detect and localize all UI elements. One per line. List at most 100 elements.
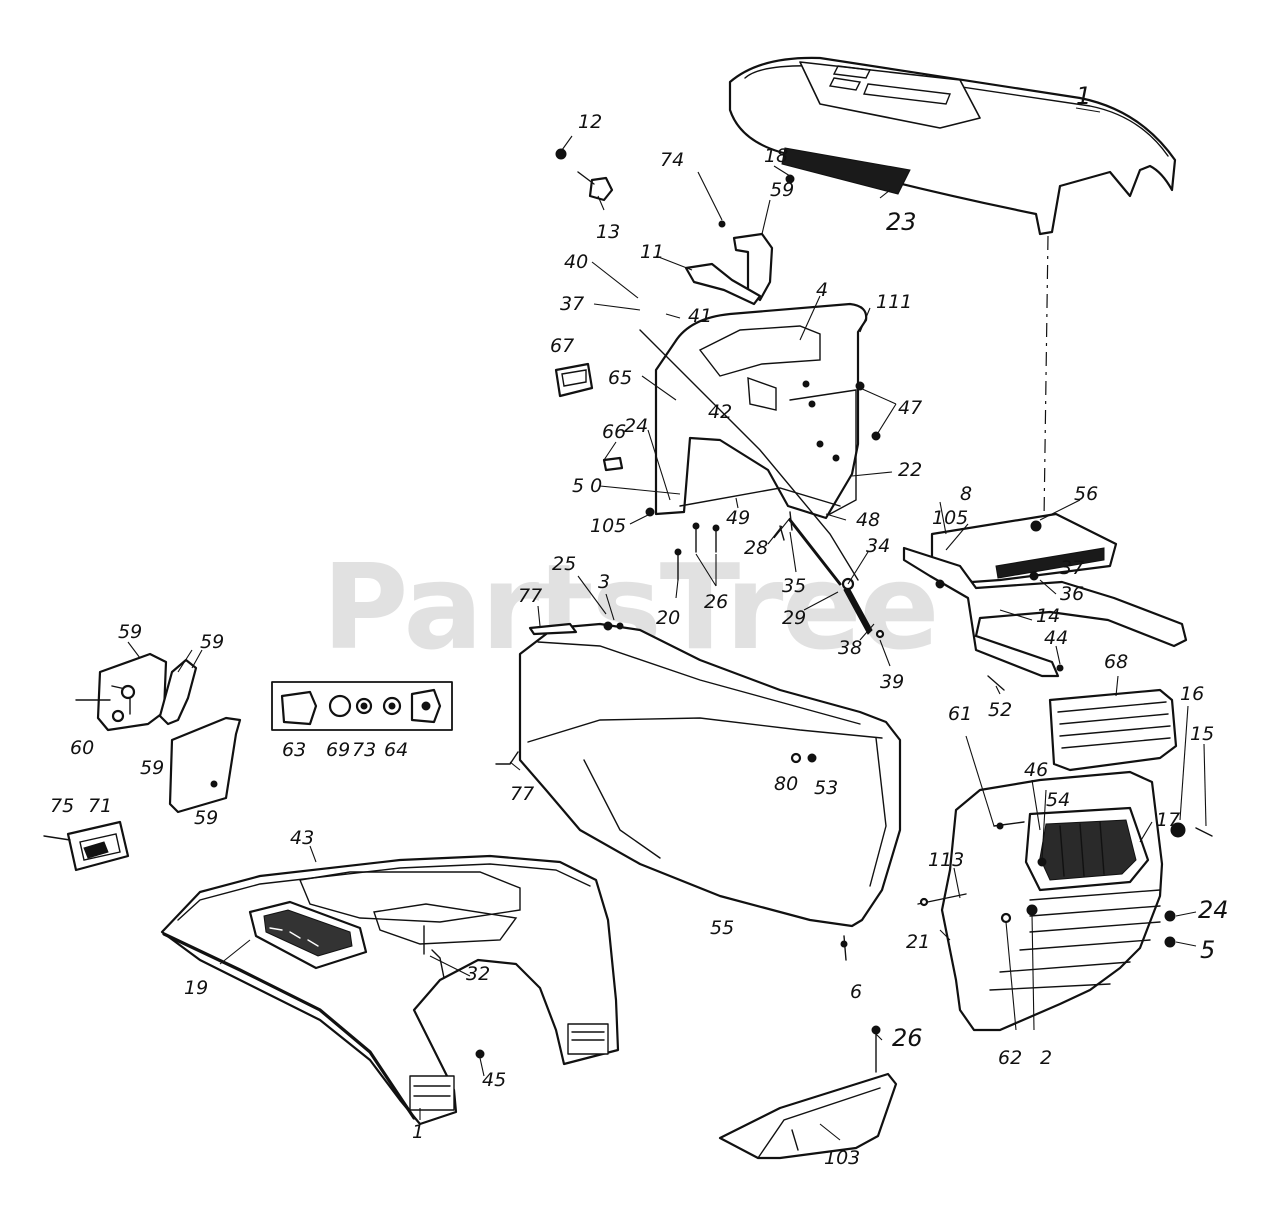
callout-13: 13 (596, 221, 620, 243)
callout-35: 35 (782, 575, 806, 597)
callout-105-right: 105 (932, 507, 968, 529)
callout-45: 45 (482, 1069, 506, 1091)
callout-16: 16 (1180, 683, 1204, 705)
callout-6: 6 (850, 981, 862, 1003)
callout-75: 75 (50, 795, 74, 817)
callout-73: 73 (352, 739, 376, 761)
part-kit-box (271, 681, 453, 731)
callout-77-lower: 77 (510, 783, 534, 805)
callout-80: 80 (774, 773, 798, 795)
part-grille-housing (495, 621, 902, 928)
callout-59-a: 59 (118, 621, 142, 643)
leader-lines (127, 107, 1207, 1141)
part-67-block (554, 362, 594, 398)
callout-49: 49 (726, 507, 750, 529)
part-rear-light (43, 820, 130, 872)
callout-1-lower: 1 (412, 1121, 424, 1143)
part-misc-fasteners (840, 664, 1064, 961)
part-heat-pad (781, 147, 911, 195)
callout-46: 46 (1024, 759, 1048, 781)
part-fasteners-center (645, 507, 885, 639)
callout-39: 39 (880, 671, 904, 693)
callout-77-upper: 77 (518, 585, 542, 607)
callout-23: 23 (886, 208, 917, 236)
callout-8: 8 (960, 483, 972, 505)
callout-18: 18 (764, 145, 788, 167)
callout-24-lower: 24 (1198, 896, 1229, 924)
callout-1: 1 (1076, 82, 1091, 110)
part-18-nut (785, 174, 795, 184)
callout-4: 4 (816, 279, 828, 301)
callout-71: 71 (88, 795, 112, 817)
callout-66: 66 (602, 421, 626, 443)
callout-29: 29 (782, 607, 806, 629)
callout-56: 56 (1074, 483, 1098, 505)
part-right-rail (902, 512, 1188, 678)
callout-55: 55 (710, 917, 734, 939)
callout-12: 12 (578, 111, 602, 133)
callout-43: 43 (290, 827, 314, 849)
callout-67: 67 (550, 335, 574, 357)
part-fender (160, 854, 620, 1126)
callout-50: 5 0 (572, 475, 602, 497)
callout-62: 62 (998, 1047, 1022, 1069)
callout-53: 53 (814, 777, 838, 799)
callout-28: 28 (744, 537, 768, 559)
callout-21: 21 (906, 931, 930, 953)
callout-47: 47 (898, 397, 922, 419)
part-hood-top (728, 56, 1177, 521)
callout-labels: 1 12 13 74 18 59 23 40 11 37 41 4 111 67… (50, 82, 1229, 1169)
part-66-clip (602, 456, 624, 472)
callout-3: 3 (598, 571, 610, 593)
part-switch (555, 148, 614, 202)
callout-113: 113 (928, 849, 964, 871)
callout-74: 74 (660, 149, 684, 171)
callout-37-upper: 37 (560, 293, 584, 315)
callout-14: 14 (1036, 605, 1060, 627)
callout-34: 34 (866, 535, 890, 557)
callout-17: 17 (1156, 809, 1180, 831)
callout-59-d: 59 (194, 807, 218, 829)
callout-68: 68 (1104, 651, 1128, 673)
part-dash-panel (639, 302, 881, 581)
callout-41: 41 (688, 305, 712, 327)
callout-61: 61 (948, 703, 972, 725)
callout-11: 11 (640, 241, 664, 263)
callout-52: 52 (988, 699, 1012, 721)
callout-22: 22 (898, 459, 922, 481)
callout-36: 36 (1060, 583, 1084, 605)
callout-44: 44 (1044, 627, 1068, 649)
callout-26-upper: 26 (704, 591, 728, 613)
callout-5: 5 (1200, 936, 1215, 964)
callout-25: 25 (552, 553, 576, 575)
callout-103: 103 (824, 1147, 860, 1169)
callout-32: 32 (466, 963, 490, 985)
callout-24-upper: 24 (624, 415, 648, 437)
callout-105-left: 105 (590, 515, 626, 537)
callout-26-lower: 26 (892, 1024, 923, 1052)
callout-64: 64 (384, 739, 408, 761)
callout-59-b: 59 (200, 631, 224, 653)
callout-59-c: 59 (140, 757, 164, 779)
part-left-brackets (75, 652, 242, 814)
part-front-nose (940, 688, 1213, 1032)
callout-60: 60 (70, 737, 94, 759)
part-foot-plate (718, 1025, 898, 1160)
callout-59-upper: 59 (770, 179, 794, 201)
callout-69: 69 (326, 739, 350, 761)
callout-19: 19 (184, 977, 208, 999)
callout-54: 54 (1046, 789, 1070, 811)
callout-15: 15 (1190, 723, 1214, 745)
callout-48: 48 (856, 509, 880, 531)
callout-38: 38 (838, 637, 862, 659)
callout-40: 40 (564, 251, 588, 273)
callout-111: 111 (876, 291, 912, 313)
callout-42: 42 (708, 401, 732, 423)
callout-20: 20 (656, 607, 680, 629)
callout-2: 2 (1040, 1047, 1052, 1069)
callout-37-right: 37 (1060, 557, 1084, 579)
part-upper-brackets (684, 220, 774, 306)
callout-63: 63 (282, 739, 306, 761)
callout-65: 65 (608, 367, 632, 389)
